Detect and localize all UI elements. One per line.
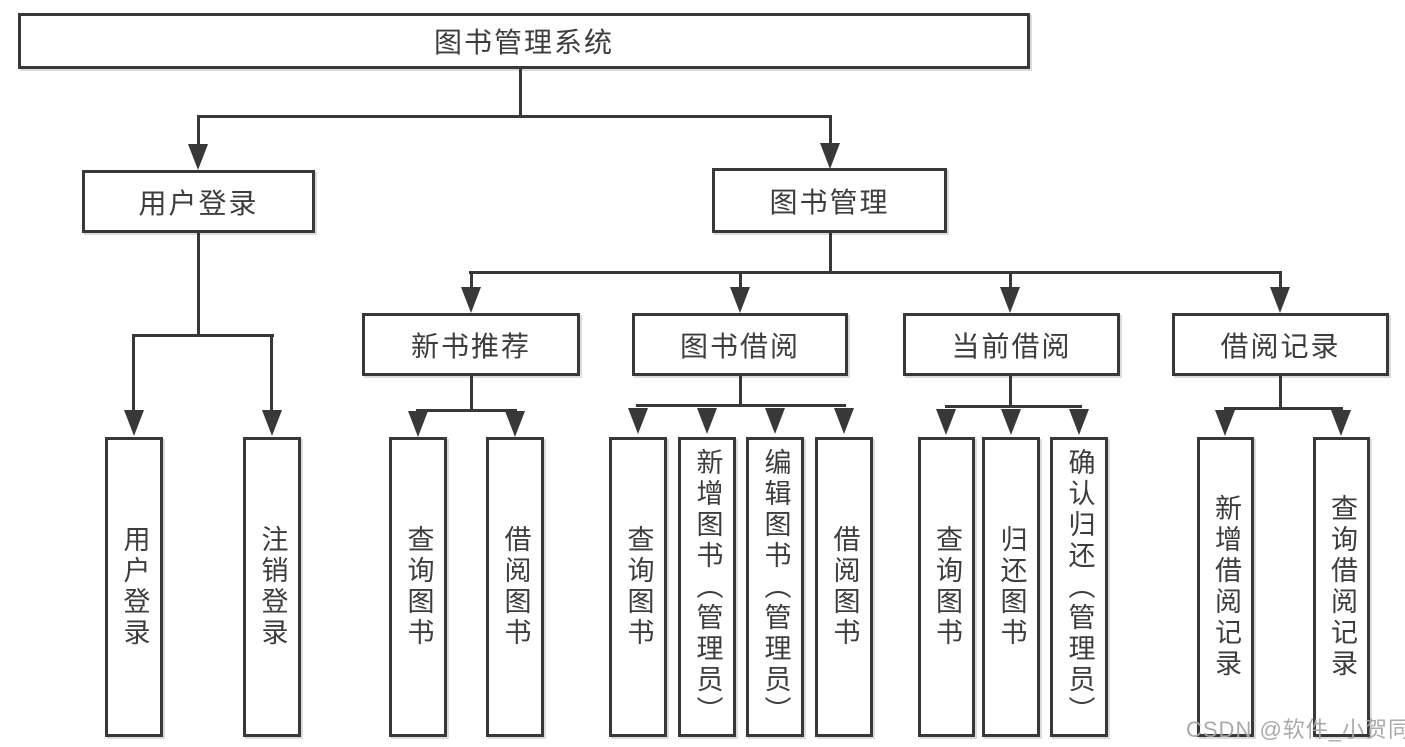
node-label: 归还图书	[996, 525, 1027, 649]
node-current-borrow: 当前借阅	[903, 313, 1120, 376]
connector-line	[1224, 407, 1343, 410]
watermark: CSDN @软件_小贺同学	[1186, 717, 1405, 742]
arrow-down-icon	[188, 144, 208, 170]
connector-line	[416, 409, 517, 412]
leaf-user-login: 用户登录	[105, 437, 163, 737]
node-label: 图书管理	[769, 186, 890, 218]
leaf-add-book-admin: 新增图书（管理员）	[678, 437, 736, 737]
leaf-confirm-return-admin: 确认归还（管理员）	[1050, 437, 1108, 737]
connector-line	[197, 115, 200, 146]
connector-line	[739, 376, 742, 407]
arrow-down-icon	[730, 287, 750, 313]
connector-line	[470, 376, 473, 412]
node-label: 借阅图书	[829, 525, 860, 649]
arrow-down-icon	[1331, 410, 1351, 436]
node-label: 确认归还（管理员）	[1064, 447, 1095, 727]
node-label: 查询图书	[403, 525, 434, 649]
node-user-login-branch: 用户登录	[82, 170, 315, 233]
connector-line	[1009, 376, 1012, 408]
leaf-query-books-recommend: 查询图书	[389, 437, 447, 737]
node-label: 图书借阅	[679, 330, 800, 362]
connector-line	[470, 271, 473, 289]
node-library-system: 图书管理系统	[18, 13, 1030, 69]
connector-line	[829, 233, 832, 273]
node-new-book-recommend: 新书推荐	[362, 313, 580, 376]
connector-line	[829, 115, 832, 146]
node-book-management-branch: 图书管理	[712, 168, 947, 233]
leaf-add-borrow-record: 新增借阅记录	[1197, 437, 1254, 737]
node-label: 查询借阅记录	[1327, 494, 1357, 680]
node-label: 借阅记录	[1220, 330, 1341, 362]
arrow-down-icon	[936, 409, 956, 435]
node-label: 编辑图书（管理员）	[760, 447, 791, 727]
arrow-down-icon	[1000, 287, 1020, 313]
node-label: 当前借阅	[951, 330, 1072, 362]
connector-line	[945, 405, 1082, 408]
connector-line	[1279, 376, 1282, 410]
arrow-down-icon	[408, 411, 428, 437]
connector-line	[1279, 271, 1282, 289]
leaf-query-books-current: 查询图书	[918, 437, 975, 737]
connector-line	[636, 404, 846, 407]
arrow-down-icon	[1069, 409, 1089, 435]
leaf-edit-book-admin: 编辑图书（管理员）	[746, 437, 804, 737]
arrow-down-icon	[820, 143, 840, 169]
leaf-query-books-borrow: 查询图书	[609, 437, 667, 737]
node-label: 查询图书	[623, 525, 654, 649]
leaf-borrow-books-recommend: 借阅图书	[486, 437, 544, 737]
arrow-down-icon	[697, 408, 717, 434]
node-book-borrow: 图书借阅	[632, 313, 848, 376]
connector-line	[197, 115, 832, 118]
arrow-down-icon	[1001, 409, 1021, 435]
connector-line	[132, 334, 274, 337]
leaf-return-book: 归还图书	[982, 437, 1040, 737]
arrow-down-icon	[461, 287, 481, 313]
leaf-borrow-books-borrow: 借阅图书	[815, 437, 873, 737]
connector-line	[197, 233, 200, 336]
arrow-down-icon	[262, 410, 282, 436]
node-label: 借阅图书	[500, 525, 531, 649]
arrow-down-icon	[124, 410, 144, 436]
node-label: 新书推荐	[410, 330, 531, 362]
connector-line	[469, 271, 1282, 274]
arrow-down-icon	[1270, 287, 1290, 313]
connector-line	[270, 334, 273, 412]
node-borrow-records: 借阅记录	[1172, 313, 1389, 376]
connector-line	[1009, 271, 1012, 289]
arrow-down-icon	[505, 411, 525, 437]
node-label: 用户登录	[138, 187, 259, 219]
connector-line	[132, 334, 135, 412]
arrow-down-icon	[834, 408, 854, 434]
node-label: 图书管理系统	[433, 27, 614, 58]
arrow-down-icon	[628, 408, 648, 434]
node-label: 查询图书	[932, 525, 962, 649]
arrow-down-icon	[1215, 410, 1235, 436]
leaf-logout: 注销登录	[243, 437, 301, 737]
arrow-down-icon	[765, 408, 785, 434]
node-label: 新增借阅记录	[1211, 494, 1241, 680]
node-label: 用户登录	[119, 525, 150, 649]
connector-line	[519, 69, 522, 117]
leaf-query-borrow-record: 查询借阅记录	[1313, 437, 1370, 737]
node-label: 注销登录	[257, 525, 288, 649]
connector-line	[739, 271, 742, 289]
node-label: 新增图书（管理员）	[692, 447, 723, 727]
